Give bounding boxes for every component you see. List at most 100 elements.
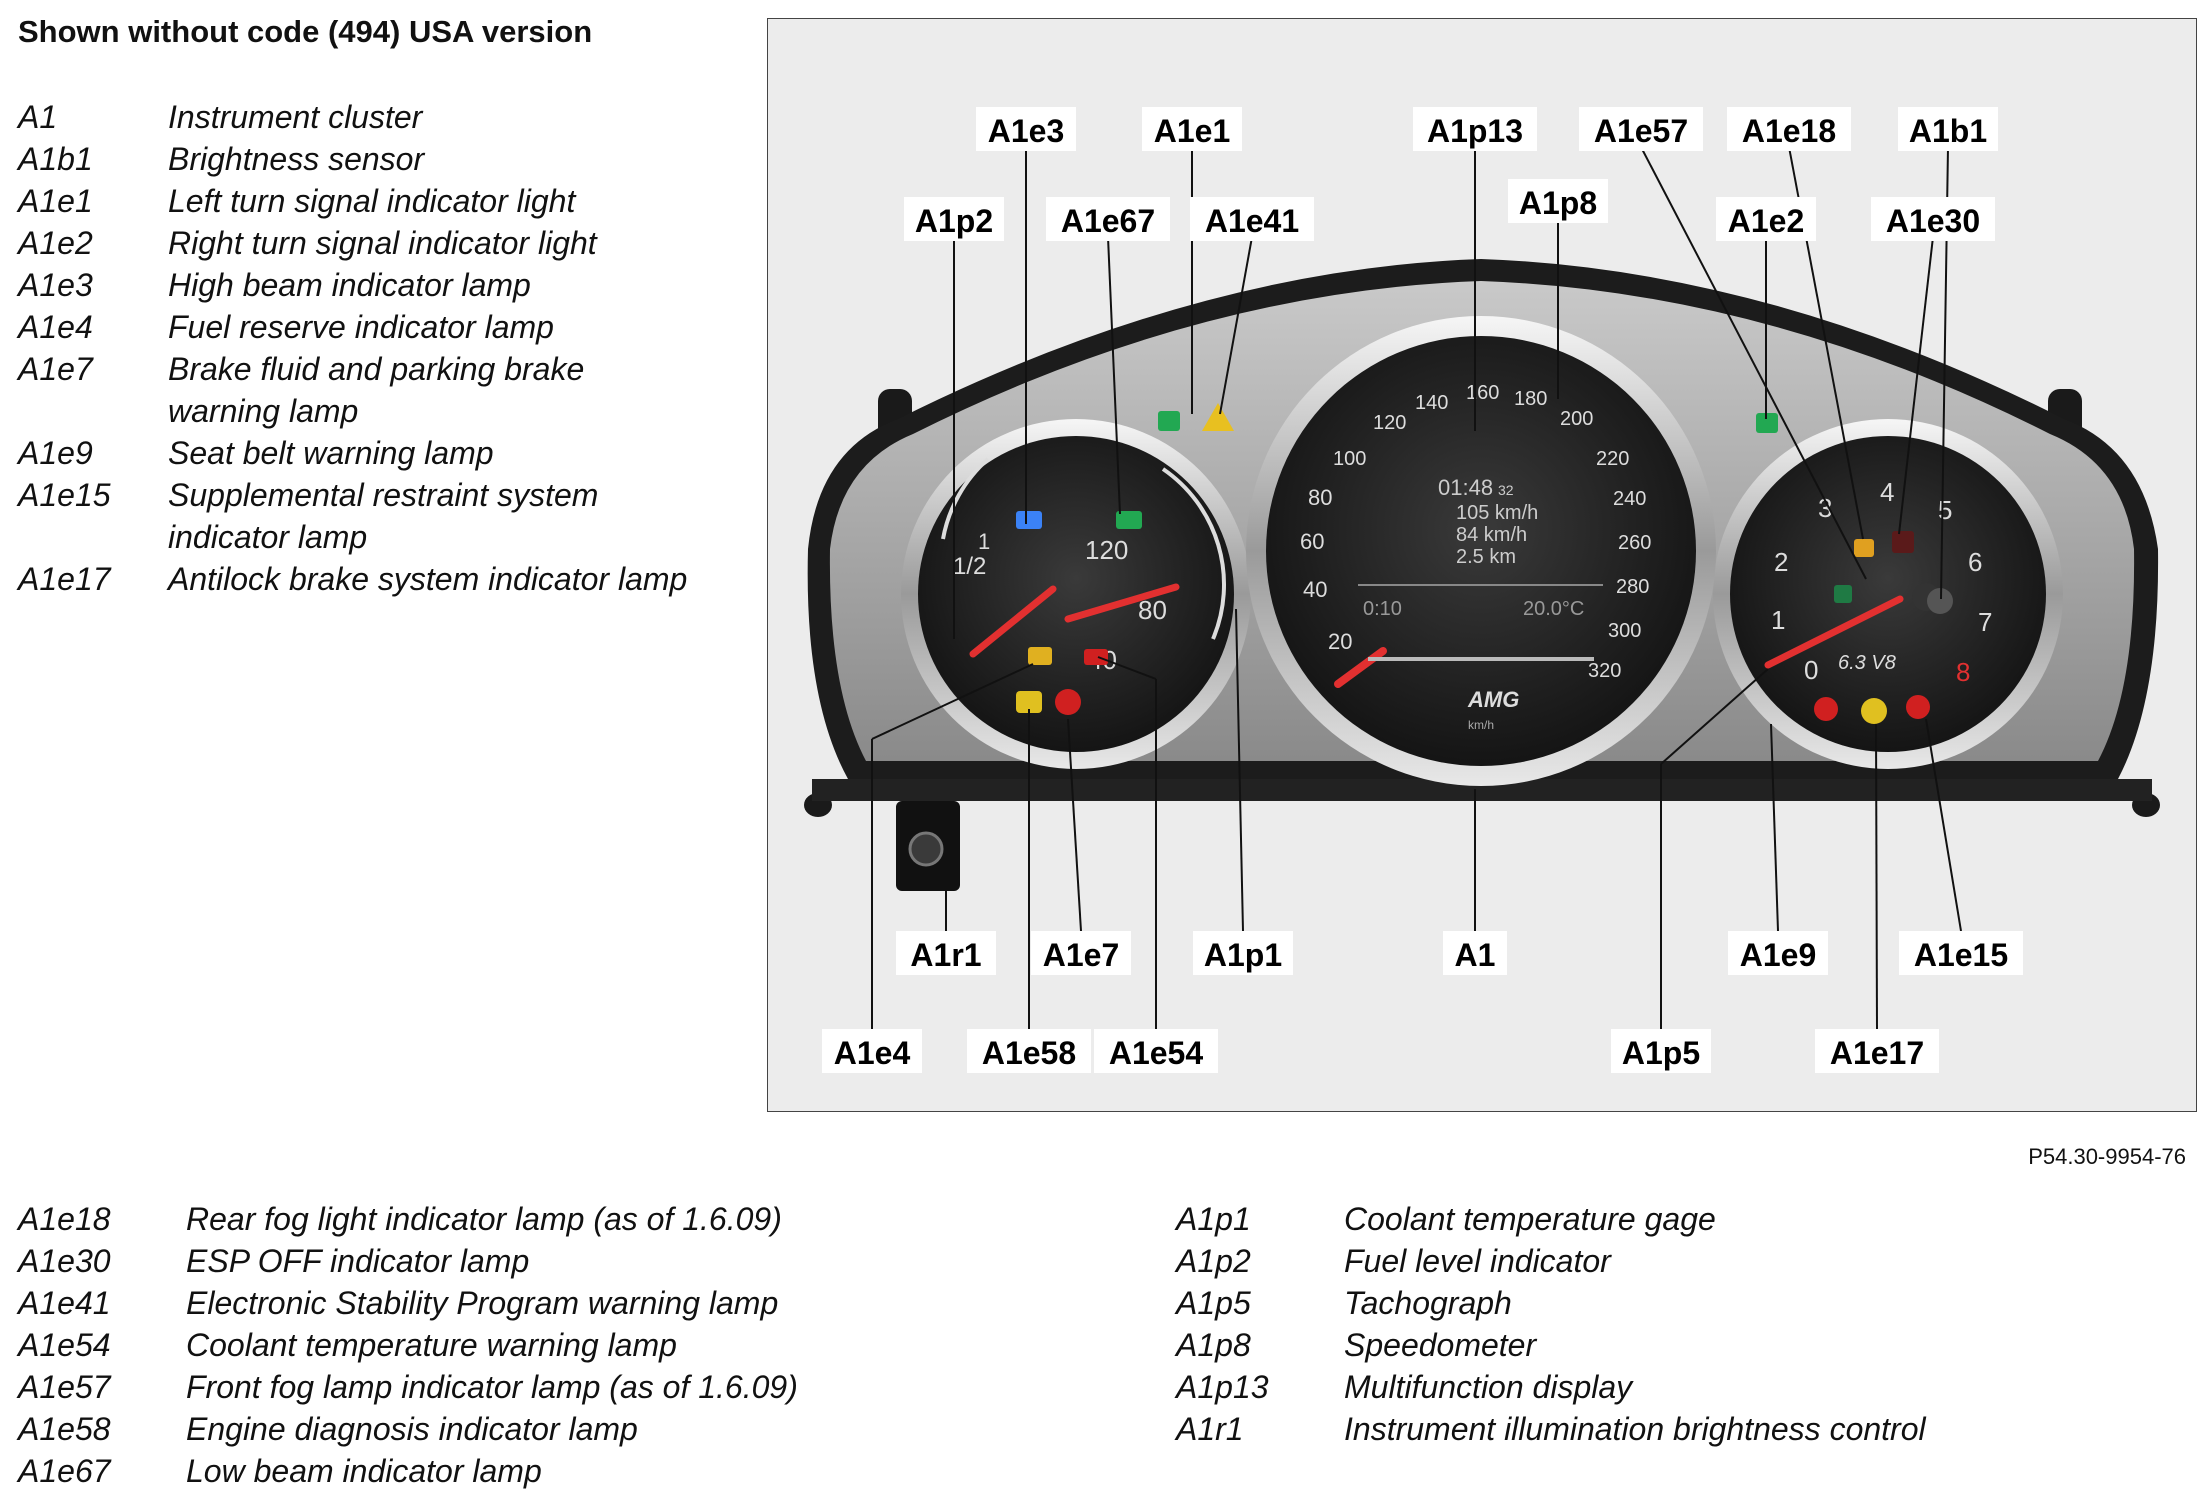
legend-description: Fuel level indicator — [1344, 1243, 1611, 1279]
callout-A1e15: A1e15 — [1914, 937, 2008, 973]
legend-code: A1e9 — [18, 435, 93, 471]
legend-row: A1e67 Low beam indicator lamp — [18, 1450, 1138, 1492]
legend-code: A1e54 — [18, 1327, 111, 1363]
legend-code: A1b1 — [18, 141, 93, 177]
tachometer-gauge: 0 1 2 3 4 5 6 7 8 6.3 V8 — [1713, 419, 2063, 769]
instrument-cluster-figure: 1/2 1 120 80 40 0 1 2 3 4 5 6 7 — [767, 18, 2197, 1112]
tacho-tick-4: 4 — [1880, 477, 1894, 507]
legend-code: A1p5 — [1176, 1285, 1251, 1321]
display-line3: 2.5 km — [1456, 546, 1516, 568]
legend-description: Fuel reserve indicator lamp — [168, 309, 554, 345]
legend-row: A1e4 Fuel reserve indicator lamp — [18, 306, 698, 348]
fuel-needle — [969, 585, 1057, 658]
tacho-tick-5: 5 — [1938, 495, 1952, 525]
callout-labels: A1e3 A1e1 A1p13 A1e57 A1e18 A1b1 A1p2 A1… — [822, 107, 2023, 1073]
legend-description: High beam indicator lamp — [168, 267, 531, 303]
esp-off-lamp — [1892, 531, 1914, 553]
speedo-tick-80: 80 — [1308, 485, 1332, 510]
tacho-tick-0: 0 — [1804, 655, 1818, 685]
legend-row: A1e30 ESP OFF indicator lamp — [18, 1240, 1138, 1282]
legend-description: Brake fluid and parking brake warning la… — [168, 351, 585, 429]
legend-description: Rear fog light indicator lamp (as of 1.6… — [186, 1201, 782, 1237]
display-line2: 84 km/h — [1456, 524, 1527, 546]
legend-code: A1e4 — [18, 309, 93, 345]
left-gauge: 1/2 1 120 80 40 — [901, 419, 1251, 769]
speedometer-gauge: 20 40 60 80 100 120 140 160 180 200 220 … — [1246, 316, 1716, 786]
speedo-tick-300: 300 — [1608, 620, 1641, 642]
legend-description: Multifunction display — [1344, 1369, 1633, 1405]
callout-A1e9: A1e9 — [1740, 937, 1817, 973]
figure-reference: P54.30-9954-76 — [2028, 1144, 2186, 1169]
display-time-seconds: 32 — [1498, 482, 1514, 498]
tacho-tick-7: 7 — [1978, 607, 1992, 637]
speedo-tick-200: 200 — [1560, 408, 1593, 430]
legend-code: A1e67 — [18, 1453, 111, 1489]
speedo-tick-40: 40 — [1303, 577, 1327, 602]
srs-lamp — [1906, 695, 1930, 719]
tacho-tick-2: 2 — [1774, 547, 1788, 577]
legend-code: A1e1 — [18, 183, 93, 219]
legend-description: Low beam indicator lamp — [186, 1453, 542, 1489]
legend-description: Seat belt warning lamp — [168, 435, 494, 471]
legend-description: Front fog lamp indicator lamp (as of 1.6… — [186, 1369, 798, 1405]
legend-row: A1e7 Brake fluid and parking brake warnin… — [18, 348, 698, 432]
tacho-tick-6: 6 — [1968, 547, 1982, 577]
callout-A1b1: A1b1 — [1909, 113, 1987, 149]
legend-code: A1p8 — [1176, 1327, 1251, 1363]
callout-A1p1: A1p1 — [1204, 937, 1282, 973]
legend-description: Coolant temperature gage — [1344, 1201, 1716, 1237]
seat-belt-lamp — [1814, 697, 1838, 721]
legend-code: A1e58 — [18, 1411, 111, 1447]
callout-A1: A1 — [1455, 937, 1496, 973]
callout-A1e4: A1e4 — [834, 1035, 911, 1071]
legend-description: ESP OFF indicator lamp — [186, 1243, 530, 1279]
legend-description: Instrument cluster — [168, 99, 423, 135]
fuel-half-label: 1/2 — [953, 553, 986, 580]
coolant-warning-lamp — [1084, 649, 1108, 665]
left-turn-signal-lamp — [1158, 411, 1180, 431]
callout-A1e67: A1e67 — [1061, 203, 1155, 239]
front-fog-lamp — [1834, 585, 1852, 603]
callout-A1e1: A1e1 — [1154, 113, 1231, 149]
legend-code: A1e57 — [18, 1369, 111, 1405]
callout-A1e54: A1e54 — [1109, 1035, 1204, 1071]
speedo-tick-240: 240 — [1613, 488, 1646, 510]
callout-A1e3: A1e3 — [988, 113, 1065, 149]
callout-A1e17: A1e17 — [1830, 1035, 1924, 1071]
legend-code: A1e7 — [18, 351, 93, 387]
legend-code: A1e30 — [18, 1243, 111, 1279]
callout-A1e7: A1e7 — [1043, 937, 1120, 973]
tacho-tick-1: 1 — [1771, 605, 1785, 635]
cluster-diagram: 1/2 1 120 80 40 0 1 2 3 4 5 6 7 — [804, 107, 2160, 1073]
display-trip: 0:10 — [1363, 598, 1402, 620]
legend-code: A1e41 — [18, 1285, 111, 1321]
tacho-tick-3: 3 — [1818, 493, 1832, 523]
speedo-tick-260: 260 — [1618, 532, 1651, 554]
legend-description: Brightness sensor — [168, 141, 425, 177]
callout-A1p8: A1p8 — [1519, 185, 1597, 221]
legend-row: A1e9 Seat belt warning lamp — [18, 432, 698, 474]
right-turn-signal-lamp — [1756, 413, 1778, 433]
callout-A1e18: A1e18 — [1742, 113, 1836, 149]
callout-A1e30: A1e30 — [1886, 203, 1980, 239]
display-line1: 105 km/h — [1456, 502, 1538, 524]
speedo-tick-20: 20 — [1328, 629, 1352, 654]
speedo-tick-60: 60 — [1300, 529, 1324, 554]
callout-A1p13: A1p13 — [1427, 113, 1523, 149]
